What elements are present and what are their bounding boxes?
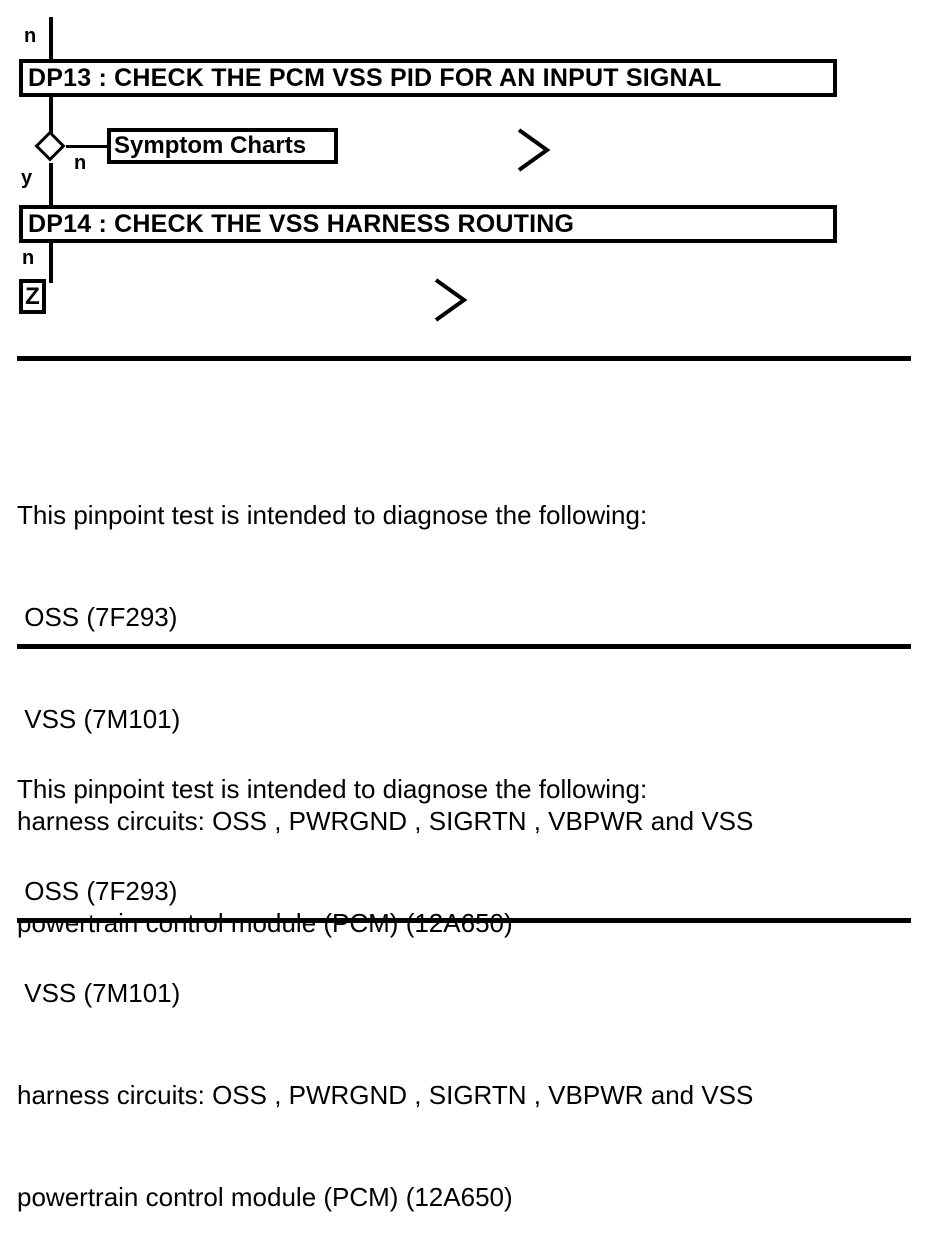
description-line: harness circuits: OSS , PWRGND , SIGRTN … <box>17 1080 754 1110</box>
section-divider-3 <box>17 918 911 923</box>
description-line: powertrain control module (PCM) (12A650) <box>17 908 513 938</box>
description-block-1: This pinpoint test is intended to diagno… <box>17 430 911 974</box>
step-box-dp13-label: DP13 : CHECK THE PCM VSS PID FOR AN INPU… <box>28 63 722 92</box>
symptom-charts-label: Symptom Charts <box>114 132 307 159</box>
description-line: harness circuits: OSS , PWRGND , SIGRTN … <box>17 806 754 836</box>
description-line: OSS (7F293) <box>17 602 178 632</box>
chevron-right-icon-2[interactable] <box>430 276 470 329</box>
description-line: This pinpoint test is intended to diagno… <box>17 500 648 530</box>
step-box-dp13[interactable]: DP13 : CHECK THE PCM VSS PID FOR AN INPU… <box>19 59 837 97</box>
diamond-shape <box>34 130 66 162</box>
branch-label-no: n <box>74 152 87 174</box>
description-line: OSS (7F293) <box>17 876 178 906</box>
connector-line-dp13-to-decision <box>49 97 53 135</box>
pinpoint-test-flowchart: n DP13 : CHECK THE PCM VSS PID FOR AN IN… <box>0 0 928 350</box>
exit-connector-z[interactable]: Z <box>19 279 46 314</box>
branch-label-yes: y <box>21 167 33 189</box>
description-block-2: This pinpoint test is intended to diagno… <box>17 704 911 1248</box>
exit-connector-z-label: Z <box>25 282 40 310</box>
symptom-charts-box[interactable]: Symptom Charts <box>107 128 338 164</box>
description-line: powertrain control module (PCM) (12A650) <box>17 1182 513 1212</box>
connector-line-dp14-to-exit <box>49 243 53 283</box>
branch-label-n-top: n <box>24 25 37 47</box>
diamond-icon[interactable] <box>34 130 66 162</box>
description-line: This pinpoint test is intended to diagno… <box>17 774 648 804</box>
connector-line-decision-to-dp14 <box>49 163 53 205</box>
branch-label-n-dp14: n <box>22 247 35 269</box>
step-box-dp14-label: DP14 : CHECK THE VSS HARNESS ROUTING <box>28 209 575 238</box>
chevron-right-icon[interactable] <box>513 126 553 179</box>
connector-line-top <box>49 17 53 59</box>
description-line: VSS (7M101) <box>17 978 181 1008</box>
section-divider-1 <box>17 356 911 361</box>
section-divider-2 <box>17 644 911 649</box>
connector-line-decision-to-symptom-charts <box>66 145 108 148</box>
step-box-dp14[interactable]: DP14 : CHECK THE VSS HARNESS ROUTING <box>19 205 837 243</box>
description-line: VSS (7M101) <box>17 704 181 734</box>
